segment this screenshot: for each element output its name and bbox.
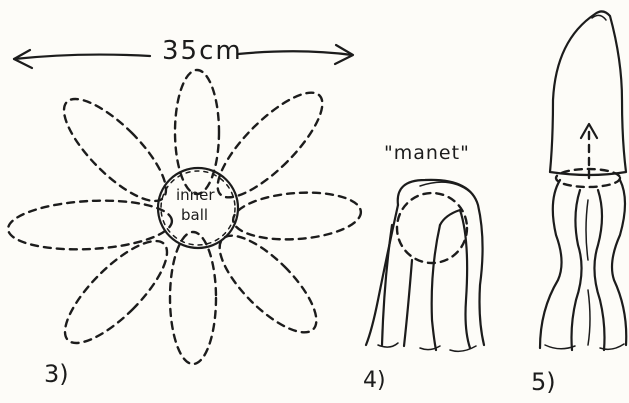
petal-left [7,197,173,254]
figure-5-cap [540,11,626,350]
inner-ball-label-line1: inner [176,188,215,203]
petal-bottom [170,232,216,364]
petal-upper-right [204,79,337,212]
petal-right [232,189,363,244]
step-label-4: 4) [363,370,386,392]
figure-4-manet [366,180,484,351]
manet-dashed-circle [397,193,467,263]
petal-lower-right [206,222,330,346]
manet-label: "manet" [384,144,470,163]
dimension-label: 35cm [162,38,243,64]
step-label-5: 5) [531,370,556,394]
figure-3-flower [7,45,363,364]
inner-ball-label-line2: ball [181,208,208,223]
step-label-3: 3) [44,362,69,386]
